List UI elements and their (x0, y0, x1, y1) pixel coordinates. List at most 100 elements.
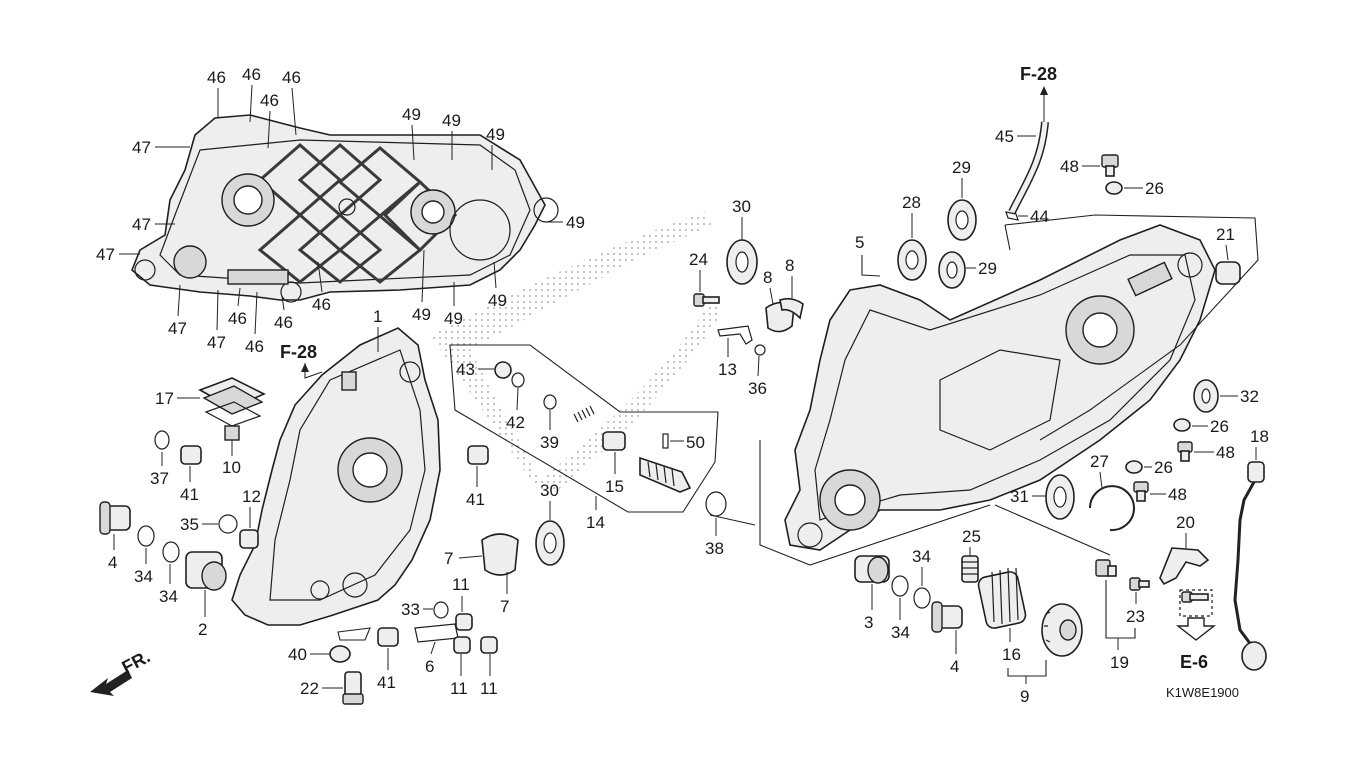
callout-5: 5 (855, 233, 864, 252)
callout-18: 18 (1250, 427, 1269, 446)
callout-9: 9 (1020, 687, 1029, 706)
reference-f-28-left: F-28 (280, 342, 317, 362)
bolt-19 (1095, 559, 1117, 577)
callout-50: 50 (686, 433, 705, 452)
bolt-48 (1177, 441, 1193, 462)
callout-49: 49 (442, 111, 461, 130)
callout-11: 11 (450, 679, 468, 698)
arrow-down-icon (1175, 617, 1217, 641)
washer-40 (329, 645, 351, 663)
assembly-group-outline-14 (449, 344, 719, 513)
callout-26: 26 (1154, 458, 1173, 477)
dowel-pin-11 (480, 636, 498, 654)
callout-20: 20 (1176, 513, 1195, 532)
bearing-29 (947, 199, 977, 241)
callout-1: 1 (373, 307, 382, 326)
washer-26 (1125, 460, 1143, 474)
front-direction-arrow: FR. (90, 646, 153, 696)
bearing-30 (726, 239, 758, 285)
callout-28: 28 (902, 193, 921, 212)
callout-11: 11 (452, 575, 470, 594)
callout-7: 7 (500, 597, 509, 616)
washer-26 (1105, 181, 1123, 195)
callout-31: 31 (1010, 487, 1029, 506)
sleeve-3 (854, 555, 890, 584)
callout-15: 15 (605, 477, 624, 496)
callout-48: 48 (1216, 443, 1235, 462)
callout-24: 24 (689, 250, 708, 269)
oil-filter-16 (977, 567, 1027, 629)
bolt-22 (342, 671, 364, 705)
dowel-pin-41 (467, 445, 489, 465)
drain-plug-4 (99, 501, 131, 535)
callout-46: 46 (245, 337, 264, 356)
diagram-code: K1W8E1900 (1166, 685, 1239, 700)
clip-44 (1005, 211, 1019, 221)
callout-49: 49 (412, 305, 431, 324)
gasket-screen-17 (198, 377, 266, 441)
callout-21: 21 (1216, 225, 1235, 244)
callout-17: 17 (155, 389, 174, 408)
bolt-48 (1101, 154, 1119, 177)
dowel-pin-41 (180, 445, 202, 465)
callout-49: 49 (566, 213, 585, 232)
callout-19: 19 (1110, 653, 1129, 672)
callout-48: 48 (1060, 157, 1079, 176)
callout-29: 29 (952, 158, 971, 177)
callout-35: 35 (180, 515, 199, 534)
callout-25: 25 (962, 527, 981, 546)
callout-33: 33 (401, 600, 420, 619)
washer-36 (754, 344, 766, 356)
callout-4: 4 (108, 553, 117, 572)
bearing-30 (535, 520, 565, 566)
callout-6: 6 (425, 657, 434, 676)
washer-34 (162, 541, 180, 563)
callout-14: 14 (586, 513, 605, 532)
washer-34 (913, 587, 931, 609)
bolt-e6 (1181, 591, 1209, 603)
bolt-24 (693, 293, 720, 307)
reference-f-28-top: F-28 (1020, 64, 1057, 84)
callout-34: 34 (159, 587, 178, 606)
washer-34 (891, 575, 909, 597)
callout-27: 27 (1090, 452, 1109, 471)
dowel-pin-41 (377, 627, 399, 647)
callout-46: 46 (242, 65, 261, 84)
callout-44: 44 (1030, 207, 1049, 226)
gasket-6 (414, 623, 459, 643)
washer-39 (543, 394, 557, 410)
left-crankcase-top-view (131, 114, 559, 303)
right-crankcase-half (784, 224, 1216, 551)
callout-48: 48 (1168, 485, 1187, 504)
callout-10: 10 (222, 458, 241, 477)
shaft-assembly (639, 456, 692, 493)
callout-47: 47 (132, 138, 151, 157)
callout-13: 13 (718, 360, 737, 379)
callout-2: 2 (198, 620, 207, 639)
o-ring-38 (705, 491, 727, 517)
callout-8: 8 (785, 256, 794, 275)
callout-12: 12 (242, 487, 261, 506)
collar-15 (602, 431, 626, 451)
callout-8: 8 (763, 268, 772, 287)
bearing-shell-7 (481, 533, 519, 576)
callout-36: 36 (748, 379, 767, 398)
callout-34: 34 (134, 567, 153, 586)
oil-filter-cap (1041, 603, 1083, 657)
callout-47: 47 (207, 333, 226, 352)
sensor-cable-18 (1233, 461, 1267, 671)
callout-46: 46 (274, 313, 293, 332)
guide-plate-13 (717, 325, 753, 345)
callout-40: 40 (288, 645, 307, 664)
callout-22: 22 (300, 679, 319, 698)
bolt-48 (1133, 481, 1149, 502)
bolt-23 (1129, 577, 1150, 591)
callout-3: 3 (864, 613, 873, 632)
callout-38: 38 (705, 539, 724, 558)
callout-49: 49 (486, 125, 505, 144)
callout-16: 16 (1002, 645, 1021, 664)
callout-23: 23 (1126, 607, 1145, 626)
callout-42: 42 (506, 413, 525, 432)
callout-26: 26 (1210, 417, 1229, 436)
dowel-pin-11 (453, 636, 471, 654)
